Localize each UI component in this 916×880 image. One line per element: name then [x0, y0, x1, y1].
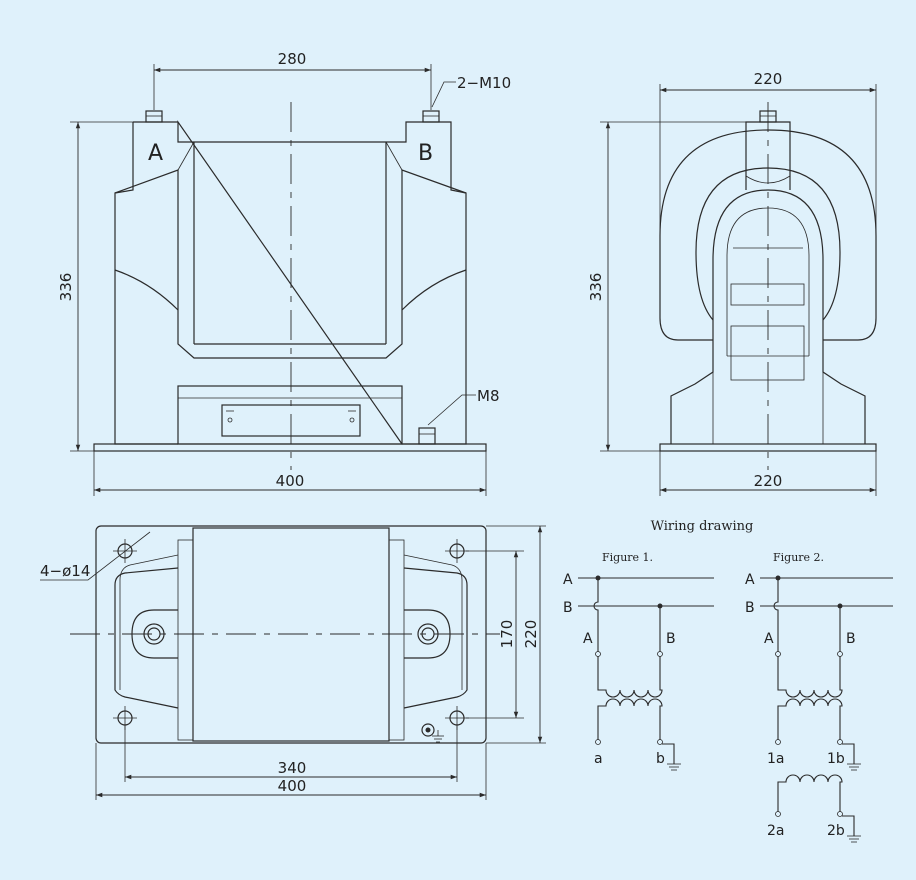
- fig2-secondary1-b: 1b: [827, 751, 845, 767]
- fig2-secondary1-a: 1a: [767, 751, 785, 767]
- figure-1-caption: Figure 1.: [602, 551, 653, 564]
- fig1-primary-b: B: [666, 631, 676, 647]
- fig1-bus-b: B: [563, 600, 573, 616]
- terminal-b-bolt: [422, 110, 440, 123]
- wiring-drawing: Wiring drawing Figure 1. A B A B a b: [563, 519, 893, 843]
- wiring-title: Wiring drawing: [651, 519, 754, 534]
- fig2-primary-b: B: [846, 631, 856, 647]
- terminal-a-label: A: [148, 141, 163, 166]
- fig2-bus-a: A: [745, 572, 755, 588]
- terminal-a-bolt: [145, 110, 163, 123]
- fig2-primary-a: A: [764, 631, 774, 647]
- fig1-bus-a: A: [563, 572, 573, 588]
- mounting-hole-tr: [445, 539, 469, 563]
- dim-front-height: 336: [57, 273, 75, 302]
- dim-plan-depth: 220: [522, 620, 540, 649]
- fig2-ground-icon-2: [842, 815, 861, 843]
- terminal-thread-label: 2−M10: [457, 74, 511, 92]
- dim-terminal-spacing: 280: [278, 50, 307, 68]
- fig2-secondary2-a: 2a: [767, 823, 785, 839]
- figure-2-caption: Figure 2.: [773, 551, 824, 564]
- fig1-secondary-a: a: [594, 751, 603, 767]
- dim-hole-spacing-x: 340: [278, 759, 307, 777]
- front-view: A B 280 2−M10 M8 336 400: [57, 50, 511, 496]
- terminal-b-label: B: [418, 141, 433, 166]
- hole-spec-label: 4−ø14: [40, 562, 90, 580]
- dim-side-height: 336: [587, 273, 605, 302]
- fig1-secondary-b: b: [656, 751, 665, 767]
- fig2-ground-icon-1: [842, 743, 861, 771]
- plan-ground-icon: [421, 723, 444, 743]
- figure-1: Figure 1. A B A B a b: [563, 551, 714, 771]
- dim-side-base-width: 220: [754, 472, 783, 490]
- dim-front-base-width: 400: [276, 472, 305, 490]
- ground-bolt-label: M8: [477, 387, 500, 405]
- dim-side-top-width: 220: [754, 70, 783, 88]
- figure-2: Figure 2. A B A B 1a 1b: [745, 551, 893, 843]
- plan-view: 4−ø14 170 220 340 400: [40, 525, 546, 800]
- ground-bolt: [418, 427, 436, 445]
- side-view: 220 336 220: [587, 70, 877, 496]
- dim-hole-spacing-y: 170: [498, 620, 516, 649]
- dim-plan-base-width: 400: [278, 777, 307, 795]
- fig1-ground-icon: [662, 743, 681, 771]
- fig2-bus-b: B: [745, 600, 755, 616]
- fig2-secondary2-b: 2b: [827, 823, 845, 839]
- fig1-primary-a: A: [583, 631, 593, 647]
